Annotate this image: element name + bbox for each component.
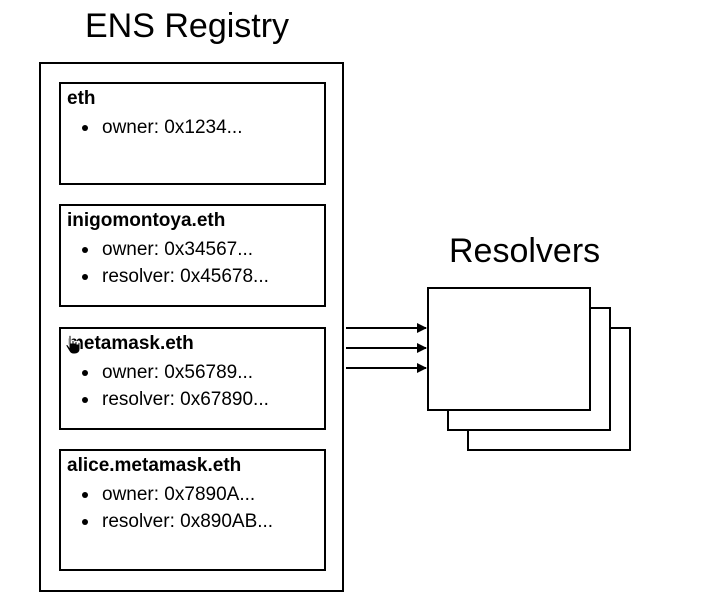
- hand-pointer-icon: [65, 334, 81, 355]
- resolvers-title: Resolvers: [449, 232, 601, 270]
- record-fields: owner: 0x56789... resolver: 0x67890...: [61, 359, 269, 413]
- registry-title: ENS Registry: [85, 7, 290, 45]
- record-field-resolver: resolver: 0x67890...: [61, 386, 269, 413]
- record-name: metamask.eth: [67, 333, 194, 354]
- record-fields: owner: 0x7890A... resolver: 0x890AB...: [61, 481, 273, 535]
- record-field-owner: owner: 0x34567...: [61, 236, 269, 263]
- record-field-resolver: resolver: 0x890AB...: [61, 508, 273, 535]
- registry-record-inigomontoya: inigomontoya.eth owner: 0x34567... resol…: [59, 204, 326, 307]
- record-name: alice.metamask.eth: [67, 455, 242, 476]
- record-field-resolver: resolver: 0x45678...: [61, 263, 269, 290]
- record-field-owner: owner: 0x56789...: [61, 359, 269, 386]
- registry-record-alice-metamask: alice.metamask.eth owner: 0x7890A... res…: [59, 449, 326, 571]
- registry-record-metamask: metamask.eth owner: 0x56789... resolver:…: [59, 327, 326, 430]
- registry-container: [39, 62, 344, 592]
- registry-record-eth: eth owner: 0x1234...: [59, 82, 326, 185]
- record-field-owner: owner: 0x7890A...: [61, 481, 273, 508]
- record-field-owner: owner: 0x1234...: [61, 114, 242, 141]
- record-name: eth: [67, 88, 96, 109]
- resolver-card-front: [427, 287, 591, 411]
- record-fields: owner: 0x1234...: [61, 114, 242, 141]
- record-name: inigomontoya.eth: [67, 210, 226, 231]
- record-fields: owner: 0x34567... resolver: 0x45678...: [61, 236, 269, 290]
